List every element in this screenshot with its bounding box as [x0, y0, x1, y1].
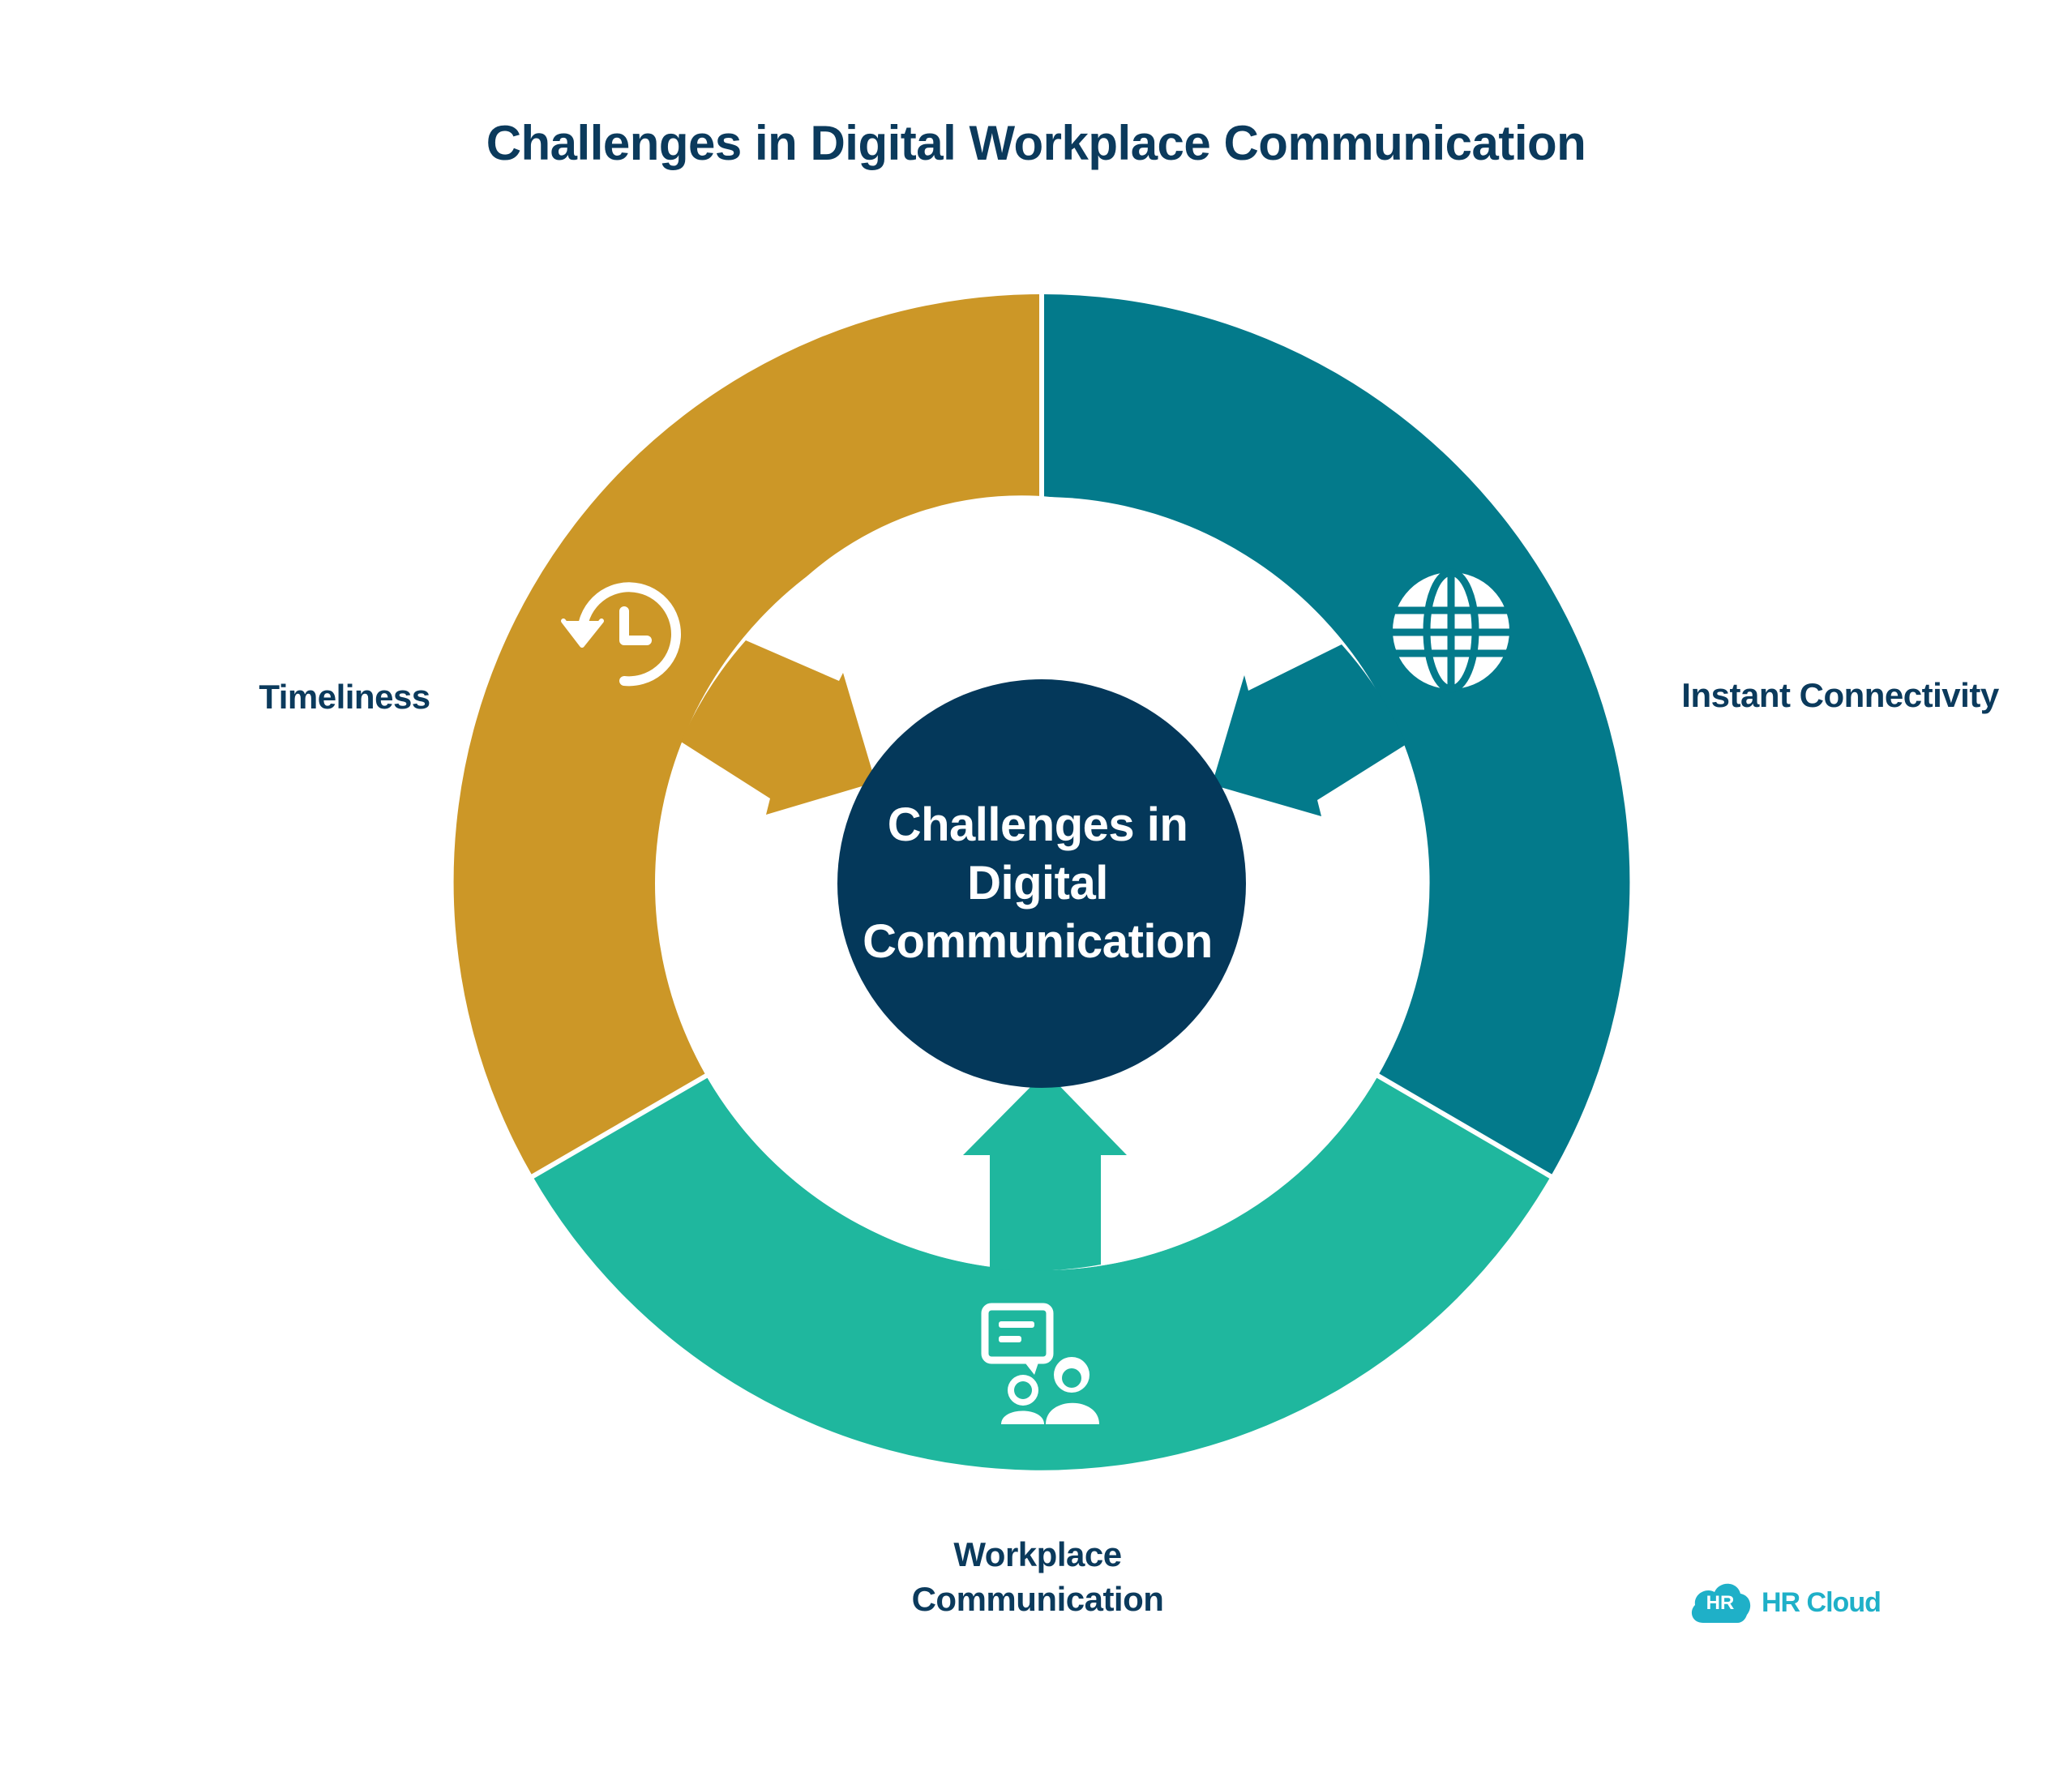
instant-connectivity-label: Instant Connectivity — [1681, 676, 1999, 714]
separator-line — [529, 1072, 709, 1180]
history-clock-icon — [561, 582, 681, 687]
workplace-communication-arrow — [963, 1072, 1127, 1271]
people-chat-icon — [981, 1303, 1099, 1424]
hr-cloud-logo: HR HR Cloud — [1689, 1579, 1883, 1626]
timeliness-segment — [453, 293, 1042, 1176]
separator-line — [1375, 1072, 1555, 1180]
hub-label: Challenges in Digital Communication — [835, 796, 1240, 971]
globe-icon — [1390, 568, 1512, 693]
logo-badge-text: HR — [1706, 1592, 1735, 1614]
hub-label-line: Challenges in — [887, 798, 1188, 851]
cloud-icon — [1691, 1583, 1751, 1623]
timeliness-label: Timeliness — [259, 678, 430, 716]
hub-circle — [837, 679, 1246, 1088]
timeliness-arrow — [681, 640, 875, 815]
hub-label-line: Digital — [967, 857, 1108, 910]
instant-connectivity-arrow — [1212, 644, 1406, 816]
workplace-communication-segment — [533, 1076, 1551, 1470]
label-line: Workplace — [953, 1535, 1122, 1573]
page-title: Challenges in Digital Workplace Communic… — [486, 116, 1586, 170]
logo-text: HR Cloud — [1762, 1587, 1881, 1618]
workplace-communication-label: Workplace Communication — [835, 1532, 1240, 1621]
label-line: Communication — [911, 1580, 1164, 1618]
hub-label-line: Communication — [863, 915, 1213, 968]
